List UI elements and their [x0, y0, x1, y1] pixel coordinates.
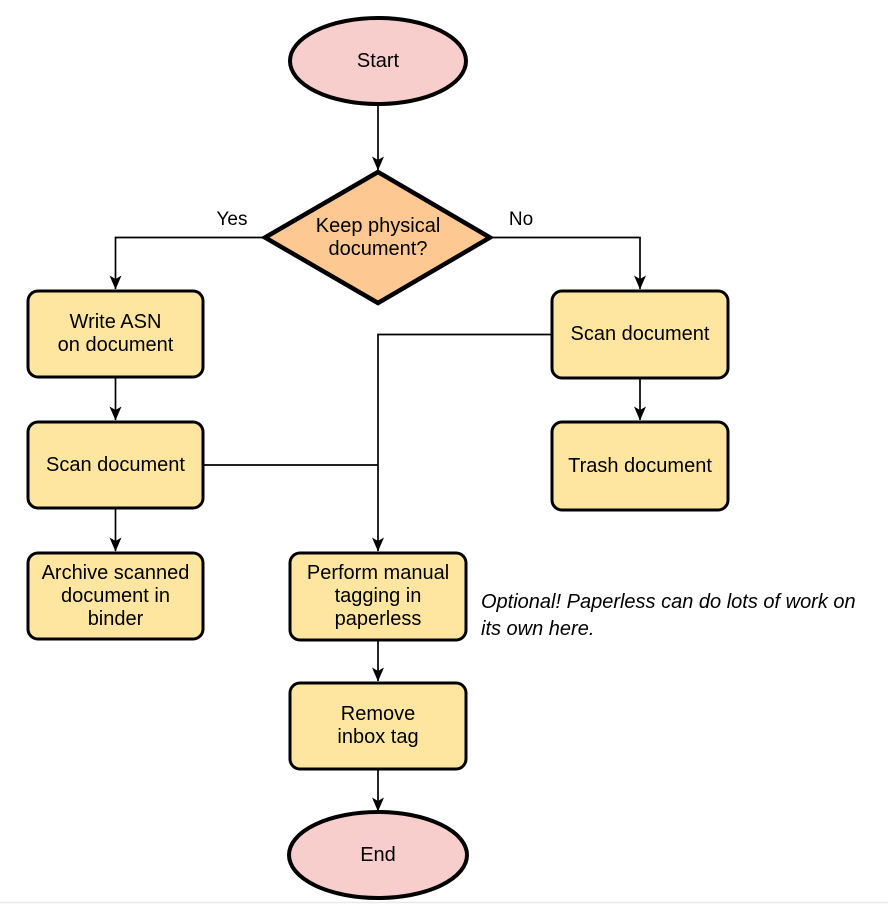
edge-scan-right-to-tagging — [372, 333, 552, 552]
tagging-node-shape — [288, 551, 468, 642]
end-node-shape — [287, 810, 469, 900]
write-asn-node-shape — [26, 289, 205, 379]
edge-label-yes: Yes — [216, 209, 248, 230]
start-node-shape — [288, 16, 468, 106]
remove-inbox-node-shape — [288, 681, 468, 771]
scan-left-node-shape — [26, 420, 205, 510]
trash-node-shape — [550, 420, 730, 512]
scan-right-node-shape — [550, 289, 730, 380]
decision-node-shape — [260, 169, 495, 306]
archive-node-shape — [26, 551, 205, 641]
edge-decision-no-to-scan-right — [490, 236, 646, 290]
edge-decision-yes-to-write-asn — [109, 236, 265, 290]
edge-label-no: No — [508, 209, 534, 230]
note-text: Optional! Paperless can do lots of work … — [481, 591, 856, 640]
